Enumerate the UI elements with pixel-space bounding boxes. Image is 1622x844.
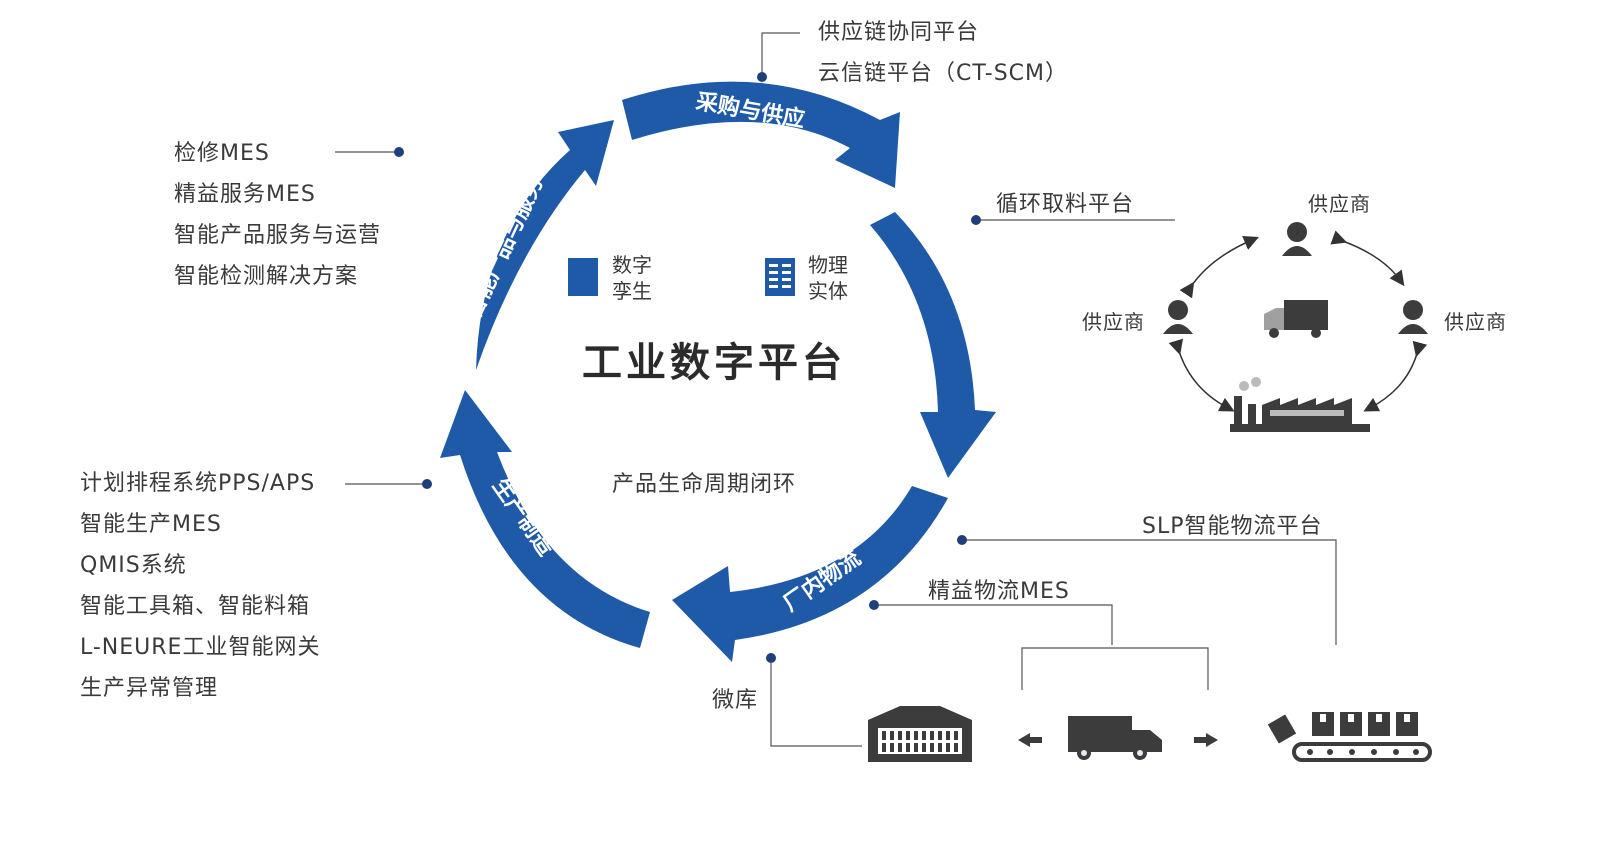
grid-square-icon (765, 258, 795, 296)
slp-callout: SLP智能物流平台 (1142, 514, 1323, 539)
warehouse-icon (868, 706, 972, 762)
arc-procurement (622, 81, 900, 188)
supplier-top-label: 供应商 (1308, 192, 1371, 216)
lean-logistics-callout: 精益物流MES (928, 579, 1070, 604)
list-item: 生产异常管理 (80, 676, 219, 701)
right-arrow-icon (1194, 733, 1218, 747)
callout-lines (335, 32, 1337, 747)
list-item: 云信链平台（CT-SCM） (818, 61, 1069, 86)
service-callout-list: 检修MES 精益服务MES 智能产品服务与运营 智能检测解决方案 (174, 133, 381, 297)
supplier-right-label: 供应商 (1444, 310, 1507, 334)
page-title: 工业数字平台 (582, 340, 846, 386)
supplier-left-label: 供应商 (1082, 310, 1145, 334)
arc-external-logistics (870, 212, 996, 478)
external-logistics-callout: 循环取料平台 (996, 192, 1135, 217)
list-item: 供应链协同平台 (818, 20, 980, 45)
arc-internal-logistics (672, 486, 948, 662)
list-item: QMIS系统 (80, 553, 187, 578)
list-item: L-NEURE工业智能网关 (80, 635, 321, 660)
list-item: 智能生产MES (80, 512, 222, 537)
center-subtitle: 产品生命周期闭环 (612, 472, 797, 497)
list-item: 检修MES (174, 141, 270, 166)
person-icon (1163, 300, 1193, 334)
truck-icon (1264, 300, 1328, 338)
person-icon (1398, 300, 1428, 334)
list-item: 计划排程系统PPS/APS (80, 471, 316, 496)
micro-warehouse-callout: 微库 (712, 688, 759, 713)
callout-dots (394, 72, 981, 663)
production-callout-list: 计划排程系统PPS/APS 智能生产MES QMIS系统 智能工具箱、智能料箱 … (80, 463, 320, 709)
truck-icon (1068, 716, 1162, 760)
list-item: 智能产品服务与运营 (174, 223, 382, 248)
arc-manufacturing (440, 390, 650, 648)
list-item: 智能检测解决方案 (174, 264, 359, 289)
arc-services (440, 120, 614, 370)
factory-icon (1230, 377, 1370, 432)
legend-physical-entity: 物理实体 (808, 253, 848, 303)
legend-digital-twin: 数字孪生 (612, 253, 652, 303)
solid-square-icon (568, 258, 598, 296)
list-item: 智能工具箱、智能料箱 (80, 594, 311, 619)
top-callout-list: 供应链协同平台 云信链平台（CT-SCM） (818, 12, 1068, 94)
list-item: 精益服务MES (174, 182, 316, 207)
person-icon (1282, 222, 1312, 256)
supplier-arrows (1168, 230, 1428, 412)
conveyor-icon (1267, 712, 1432, 762)
stage-services-label: 智能产品与服务 (460, 171, 549, 322)
left-arrow-icon (1018, 733, 1042, 747)
cycle-ring (440, 81, 996, 662)
